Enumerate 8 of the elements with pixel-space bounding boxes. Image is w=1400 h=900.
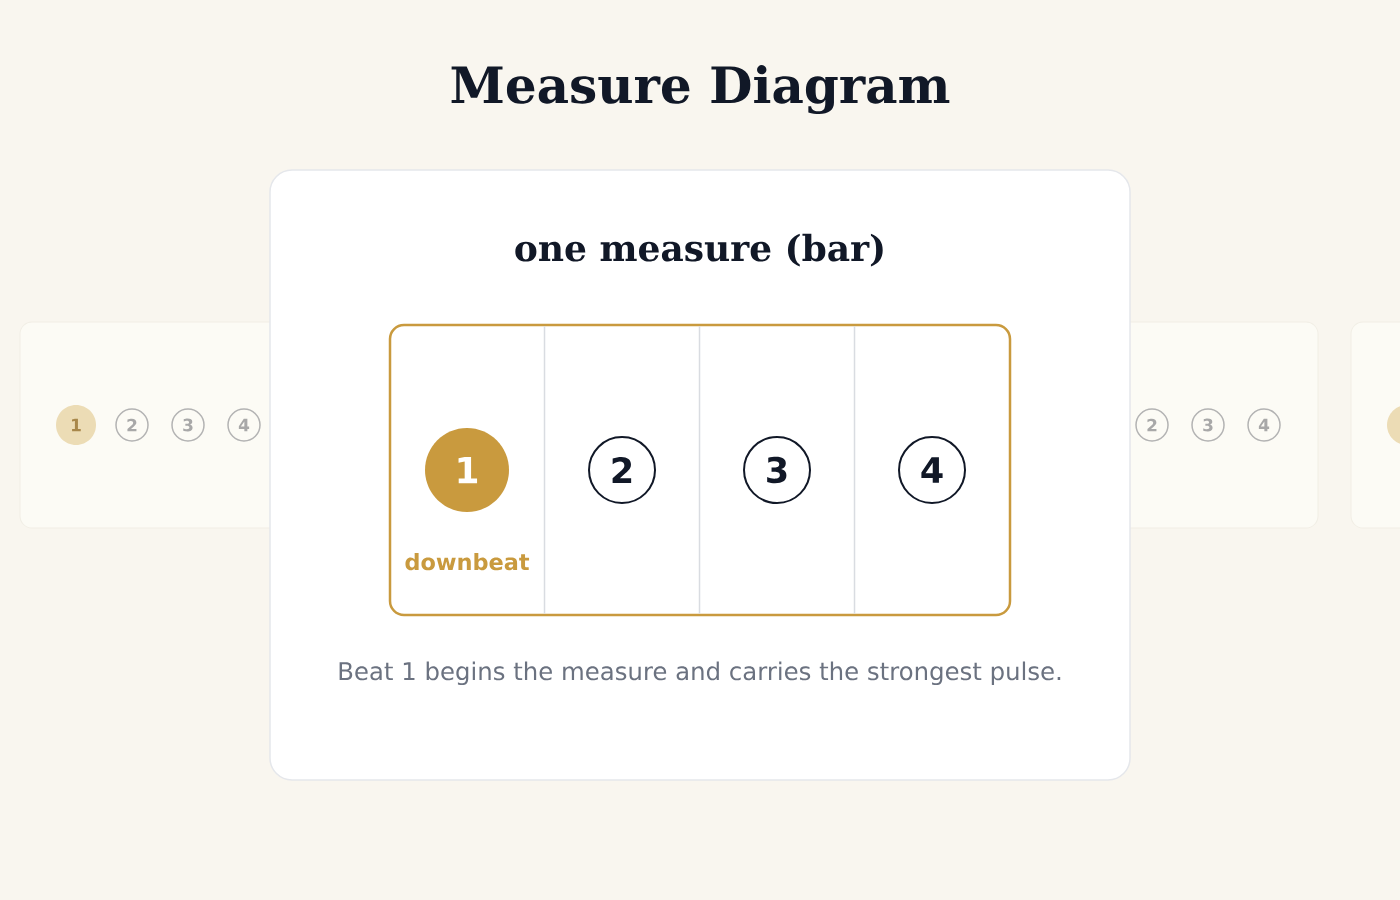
title: Measure Diagram (451, 65, 950, 115)
description-text: Beat 1 begins the measure and carries the strongest pulse. (339, 661, 1061, 686)
faded-panel (19, 321, 272, 529)
faded-panel (1350, 321, 1400, 529)
beat-label: downbeat (405, 553, 530, 571)
measure-box (388, 323, 1012, 617)
faded-panel (1128, 321, 1319, 529)
card-heading: one measure (bar) (515, 233, 883, 267)
